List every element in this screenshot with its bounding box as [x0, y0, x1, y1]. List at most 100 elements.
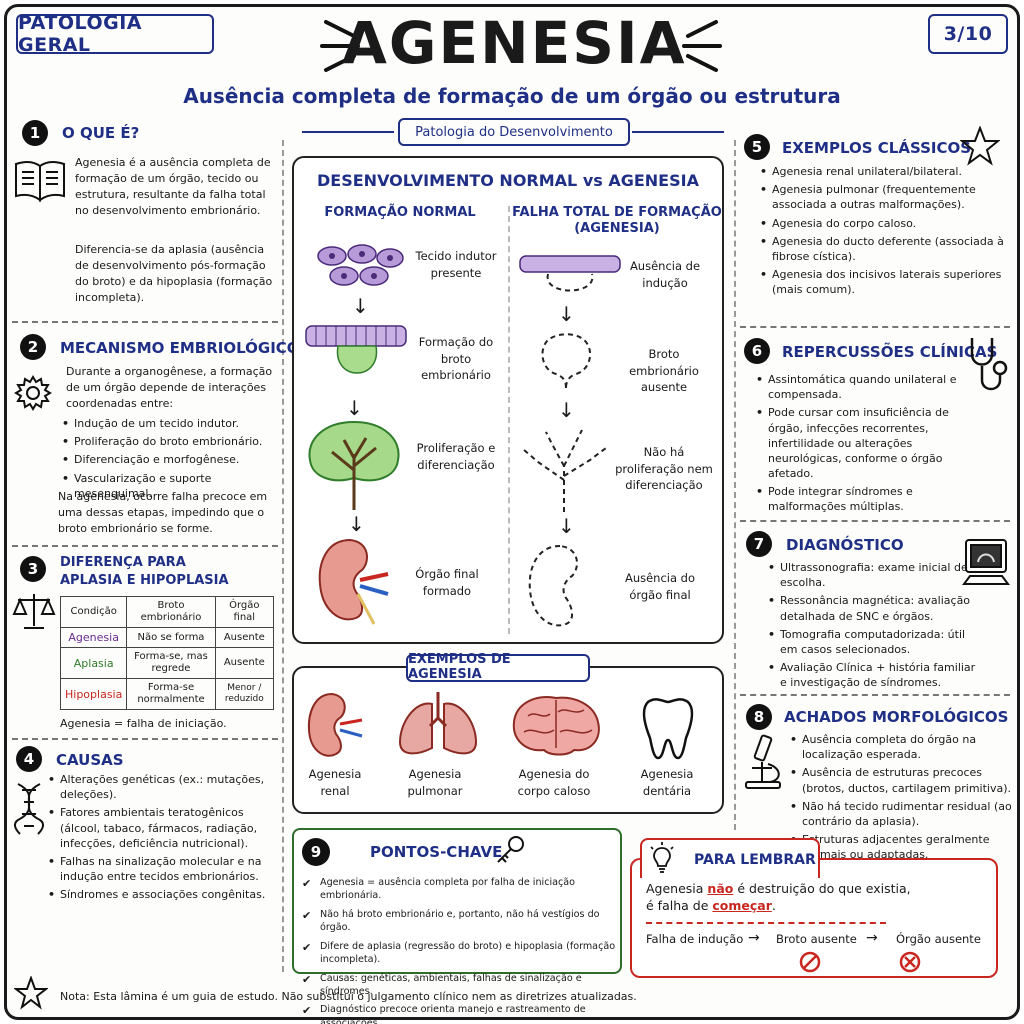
dna-icon [13, 783, 45, 835]
list-item: Diferenciação e morfogênese. [60, 452, 280, 467]
course-label: PATOLOGIA GERAL [18, 12, 142, 56]
arrow-down-icon: ↓ [348, 512, 365, 536]
page-counter: 3/10 [928, 14, 1008, 54]
cross-circle-icon [899, 951, 921, 973]
remember-text: é destruição do que existia, [733, 881, 911, 896]
divider [740, 694, 1010, 696]
remember-title: PARA LEMBRAR [694, 852, 816, 868]
list-item: Causas: genéticas, ambientais, falhas de… [302, 972, 620, 999]
section-7-list: Ultrassonografia: exame inicial de escol… [766, 560, 982, 693]
bud-cell: Não se forma [126, 626, 216, 649]
section-9-title: PONTOS-CHAVE [370, 843, 503, 861]
list-item: Ausência completa do órgão na localizaçã… [788, 732, 1012, 762]
table-header: Broto embrionário [126, 596, 216, 628]
list-item: Indução de um tecido indutor. [60, 416, 280, 431]
page-number: 3/10 [943, 23, 993, 45]
remember-line-1: Agenesia não é destruição do que existia… [646, 880, 994, 898]
section-2-outro: Na agenesia, ocorre falha precoce em uma… [58, 490, 268, 535]
examples-title-box: EXEMPLOS DE AGENESIA [406, 652, 590, 682]
tooth-icon [642, 698, 694, 760]
balance-scale-icon [12, 594, 56, 629]
list-item: Não há tecido rudimentar residual (ao co… [788, 799, 1012, 829]
divider [740, 326, 1010, 328]
arrow-down-icon: ↓ [558, 398, 575, 422]
remember-text: é falha de [646, 898, 713, 913]
organ-cell: Menor / reduzido [214, 678, 275, 711]
section-1-title: O QUE É? [62, 124, 140, 142]
list-item: Agenesia dos incisivos laterais superior… [758, 267, 1014, 297]
normal-column-title: FORMAÇÃO NORMAL [324, 205, 476, 220]
example-label-renal: Agenesia renal [308, 767, 362, 798]
example-label-dental: Agenesia dentária [640, 767, 694, 798]
list-item: Agenesia do ducto deferente (associada à… [758, 234, 1014, 264]
kidney-icon [318, 538, 389, 625]
page-subtitle: Ausência completa de formação de um órgã… [183, 84, 841, 108]
remember-divider [646, 922, 886, 924]
list-item: Pode integrar síndromes e malformações m… [754, 484, 984, 514]
normal-step-1-label: Tecido indutor presente [415, 249, 497, 280]
list-item: Agenesia do corpo caloso. [758, 216, 1014, 231]
example-label-corpus-callosum: Agenesia do corpo caloso [517, 767, 591, 798]
section-1-number: 1 [22, 120, 48, 146]
divider [740, 520, 1010, 522]
list-item: Proliferação do broto embrionário. [60, 434, 280, 449]
arrow-down-icon: ↓ [346, 396, 363, 420]
normal-step-4-label: Órgão final formado [415, 567, 479, 598]
table-header: Órgão final [214, 596, 275, 628]
remember-text: Agenesia [646, 881, 708, 896]
book-icon [15, 161, 65, 202]
remember-text: . [771, 898, 776, 913]
section-1-paragraph-2: Diferencia-se da aplasia (ausência de de… [75, 243, 273, 304]
section-6-title: REPERCUSSÕES CLÍNICAS [782, 343, 998, 361]
table-row: Aplasia Forma-se, mas regrede Ausente [59, 647, 275, 680]
section-2-list: Indução de um tecido indutor. Proliferaç… [60, 416, 280, 504]
inducer-cells-icon [317, 244, 404, 286]
list-item: Agenesia = ausência completa por falha d… [302, 876, 620, 903]
flow-arrow-icon: → [866, 930, 878, 946]
organ-cell: Ausente [214, 626, 275, 649]
section-3-note: Agenesia = falha de iniciação. [60, 717, 227, 730]
list-item: Difere de aplasia (regressão do broto) e… [302, 940, 620, 967]
absent-branching-icon [523, 429, 607, 512]
list-item: Diagnóstico precoce orienta manejo e ras… [302, 1003, 620, 1024]
list-item: Agenesia renal unilateral/bilateral. [758, 164, 1014, 179]
list-item: Síndromes e associações congênitas. [46, 887, 278, 902]
section-1-paragraph-1: Agenesia é a ausência completa de formaç… [75, 156, 271, 217]
failure-step-1-label: Ausência de indução [629, 259, 701, 290]
section-tag-label: Patologia do Desenvolvimento [415, 124, 613, 140]
absent-organ-icon [528, 544, 578, 627]
section-6-list: Assintomática quando unilateral e compen… [754, 372, 984, 518]
diagram-title: DESENVOLVIMENTO NORMAL vs AGENESIA [317, 171, 699, 190]
flow-step-1: Falha de indução [646, 932, 744, 946]
brain-icon [512, 696, 600, 756]
list-item: Fatores ambientais teratogênicos (álcool… [46, 805, 278, 851]
normal-step-2-label: Formação do broto embrionário [418, 335, 494, 383]
normal-step-3-label: Proliferação e diferenciação [416, 441, 496, 472]
inducer-absent-icon [519, 255, 621, 292]
key-points-list: Agenesia = ausência completa por falha d… [302, 876, 620, 1024]
section-4-title: CAUSAS [56, 751, 124, 769]
condition-cell: Agenesia [59, 626, 128, 649]
organ-cell: Ausente [214, 647, 275, 680]
section-7-number: 7 [746, 531, 772, 557]
course-badge: PATOLOGIA GERAL [16, 12, 214, 56]
section-5-number: 5 [744, 134, 770, 160]
list-item: Avaliação Clínica + história familiar e … [766, 660, 982, 690]
list-item: Assintomática quando unilateral e compen… [754, 372, 984, 402]
section-5-title: EXEMPLOS CLÁSSICOS [782, 139, 972, 157]
arrow-down-icon: ↓ [558, 302, 575, 326]
divider [12, 738, 278, 740]
section-2-number: 2 [20, 334, 46, 360]
section-8-list: Ausência completa do órgão na localizaçã… [788, 732, 1012, 865]
list-item: Alterações genéticas (ex.: mutações, del… [46, 772, 278, 802]
section-3-title-line-2: APLASIA E HIPOPLASIA [60, 573, 229, 588]
failure-step-2-label: Broto embrionário ausente [629, 347, 699, 395]
star-icon [14, 976, 48, 1010]
failure-column-title-line-1: FALHA TOTAL DE FORMAÇÃO [512, 205, 722, 220]
list-item: Não há broto embrionário e, portanto, nã… [302, 908, 620, 935]
lightbulb-icon [650, 842, 674, 873]
arrow-down-icon: ↓ [352, 294, 369, 318]
bud-cell: Forma-se, mas regrede [126, 647, 216, 680]
list-item: Tomografia computadorizada: útil em caso… [766, 627, 982, 657]
divider [12, 545, 278, 547]
